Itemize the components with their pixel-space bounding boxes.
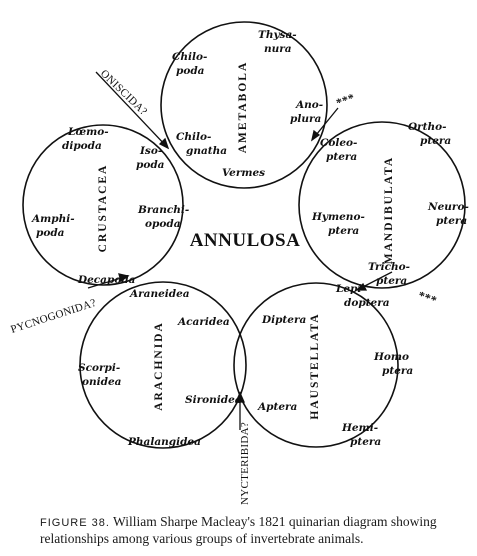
taxon-coleoptera-line1: Coleo-: [320, 137, 357, 149]
taxon-scorpionidea-line1: Scorpi-: [78, 362, 120, 374]
taxon-orthoptera-line2: ptera: [420, 135, 451, 147]
taxon-scorpionidea-line2: onidea: [82, 376, 122, 388]
taxon-branchiopoda-line1: Branchi-: [137, 204, 189, 216]
taxon-phalangidea: Phalangidea: [127, 436, 201, 448]
ametabola-taxa: Chilo- poda Thysa- nura Ano- plura Chilo…: [172, 29, 323, 179]
caption-text: William Sharpe Macleay's 1821 quinarian …: [40, 514, 437, 546]
taxon-chilognatha-line1: Chilo-: [176, 131, 211, 143]
arrow-oniscida: [95, 71, 169, 149]
arrow-pycnogonida-head: [118, 273, 130, 283]
circle-name-haustellata: HAUSTELLATA: [309, 312, 321, 419]
tangent-arrows: [87, 71, 393, 430]
taxon-lepidoptera-line2: doptera: [344, 297, 390, 309]
taxon-amphipoda-line1: Amphi-: [31, 213, 75, 225]
taxon-laemodipoda-line2: dipoda: [62, 140, 102, 152]
taxon-amphipoda-line2: poda: [36, 227, 65, 239]
circle-name-ametabola: AMETABOLA: [237, 61, 249, 154]
taxon-vermes: Vermes: [222, 167, 265, 179]
taxon-thysanura-line2: nura: [264, 43, 292, 55]
arachnida-taxa: Araneidea Acaridea Scorpi- onidea Sironi…: [78, 288, 242, 448]
taxon-diptera: Diptera: [261, 314, 306, 326]
circle-ametabola: [160, 21, 328, 189]
mandibulata-taxa: Coleo- ptera Ortho- ptera Neuro- ptera H…: [311, 121, 469, 287]
center-title: ANNULOSA: [190, 230, 301, 251]
osculant-upper-right-marks: ***: [334, 90, 357, 110]
taxon-acaridea: Acaridea: [177, 316, 230, 328]
taxon-orthoptera-line1: Ortho-: [408, 121, 447, 133]
taxon-hymenoptera-line2: ptera: [328, 225, 359, 237]
osculant-pycnogonida: PYCNOGONIDA?: [9, 297, 98, 336]
circle-crustacea: [22, 124, 184, 286]
taxon-anoplura-line1: Ano-: [295, 99, 323, 111]
taxon-hemiptera-line1: Hemi-: [341, 422, 378, 434]
quinarian-diagram: ANNULOSA AMETABOLA CRUSTACEA MANDIBULATA…: [9, 21, 469, 505]
taxon-neuroptera-line2: ptera: [436, 215, 467, 227]
taxon-isopoda-line1: Iso-: [139, 145, 162, 157]
crustacea-taxa: Lœmo- dipoda Iso- poda Branchi- opoda Am…: [31, 126, 189, 286]
taxon-laemodipoda-line1: Lœmo-: [67, 126, 109, 138]
osculant-nycteribida: NYCTERIBIDA?: [239, 422, 251, 505]
circle-name-arachnida: ARACHNIDA: [153, 321, 165, 411]
taxon-araneidea: Araneidea: [129, 288, 190, 300]
taxon-aptera: Aptera: [257, 401, 298, 413]
arrow-oniscida-head: [158, 137, 170, 150]
taxon-neuroptera-line1: Neuro-: [427, 201, 469, 213]
circle-name-mandibulata: MANDIBULATA: [383, 156, 395, 264]
circle-haustellata: [233, 282, 399, 448]
circle-outlines: [22, 21, 466, 449]
circle-mandibulata: [298, 121, 466, 289]
haustellata-taxa: Lepi- doptera Diptera Homo ptera Aptera …: [257, 283, 413, 448]
taxon-isopoda-line2: poda: [136, 159, 165, 171]
taxon-trichoptera-line1: Tricho-: [368, 261, 410, 273]
taxon-coleoptera-line2: ptera: [326, 151, 357, 163]
circle-name-crustacea: CRUSTACEA: [97, 164, 109, 253]
figure-caption: FIGURE 38. William Sharpe Macleay's 1821…: [40, 514, 470, 547]
caption-label: FIGURE 38.: [40, 517, 110, 529]
arrow-trichoptera-head: [355, 282, 368, 291]
taxon-decapoda: Decapoda: [77, 274, 136, 286]
taxon-chilopoda-line2: poda: [176, 65, 205, 77]
taxon-homoptera-line1: Homo: [373, 351, 409, 363]
taxon-branchiopoda-line2: opoda: [145, 218, 181, 230]
taxon-anoplura-line2: plura: [290, 113, 321, 125]
taxon-chilopoda-line1: Chilo-: [172, 51, 207, 63]
circle-arachnida: [79, 281, 247, 449]
osculant-oniscida: ONISCIDA?: [98, 68, 150, 118]
taxon-hymenoptera-line1: Hymeno-: [311, 211, 365, 223]
arrow-anoplura-head: [310, 129, 321, 142]
arrow-nycteribida-head: [234, 391, 246, 403]
taxon-chilognatha-line2: gnatha: [186, 145, 227, 157]
osculant-lower-right-marks: ***: [416, 288, 439, 308]
taxon-sironidea: Sironidea: [185, 394, 242, 406]
taxon-homoptera-line2: ptera: [382, 365, 413, 377]
taxon-lepidoptera-line1: Lepi-: [335, 283, 366, 295]
taxon-hemiptera-line2: ptera: [350, 436, 381, 448]
taxon-thysanura-line1: Thysa-: [258, 29, 297, 41]
taxon-trichoptera-line2: ptera: [376, 275, 407, 287]
